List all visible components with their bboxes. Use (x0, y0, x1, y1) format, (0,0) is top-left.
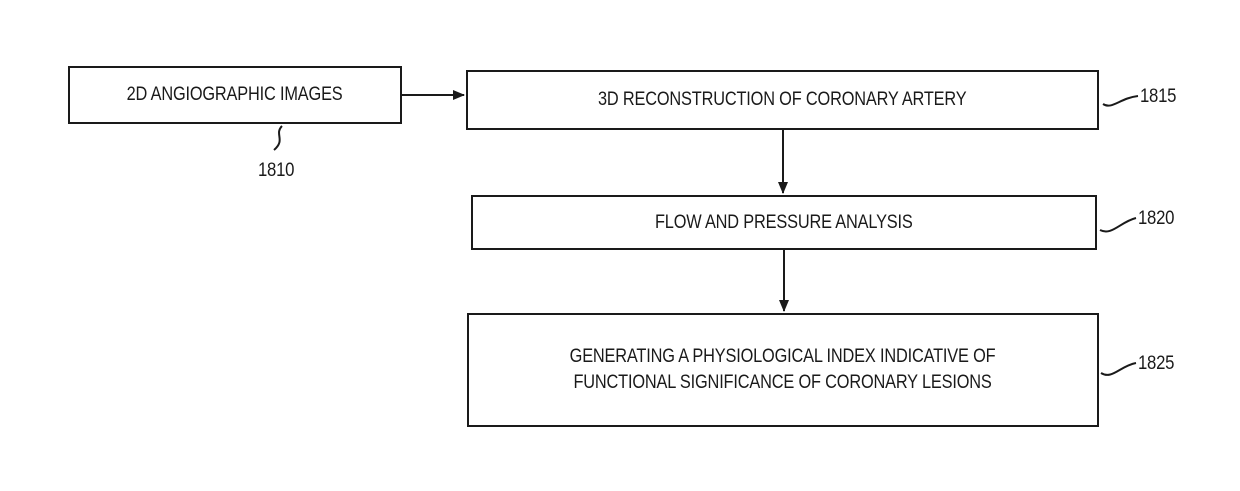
reference-numeral-1815: 1815 (1140, 86, 1176, 108)
leader-line-1810 (274, 126, 282, 150)
step-1825-line-1: GENERATING A PHYSIOLOGICAL INDEX INDICAT… (570, 344, 996, 370)
input-box-label: 2D ANGIOGRAPHIC IMAGES (127, 82, 343, 108)
reference-numeral-1825: 1825 (1138, 353, 1174, 375)
step-1820-label: FLOW AND PRESSURE ANALYSIS (655, 210, 913, 236)
reference-numeral-1820: 1820 (1138, 208, 1174, 230)
leader-line-1820 (1100, 218, 1136, 231)
step-1815-label: 3D RECONSTRUCTION OF CORONARY ARTERY (598, 87, 966, 113)
input-box-angiographic-images: 2D ANGIOGRAPHIC IMAGES (68, 66, 402, 124)
leader-line-1825 (1101, 363, 1136, 375)
step-box-3d-reconstruction: 3D RECONSTRUCTION OF CORONARY ARTERY (466, 70, 1099, 130)
reference-numeral-1810: 1810 (258, 160, 294, 182)
leader-line-1815 (1103, 96, 1138, 106)
step-1825-line-2: FUNCTIONAL SIGNIFICANCE OF CORONARY LESI… (570, 370, 996, 396)
step-box-physiological-index: GENERATING A PHYSIOLOGICAL INDEX INDICAT… (467, 313, 1099, 427)
step-1825-text: GENERATING A PHYSIOLOGICAL INDEX INDICAT… (535, 344, 1030, 396)
step-box-flow-pressure-analysis: FLOW AND PRESSURE ANALYSIS (471, 195, 1097, 250)
